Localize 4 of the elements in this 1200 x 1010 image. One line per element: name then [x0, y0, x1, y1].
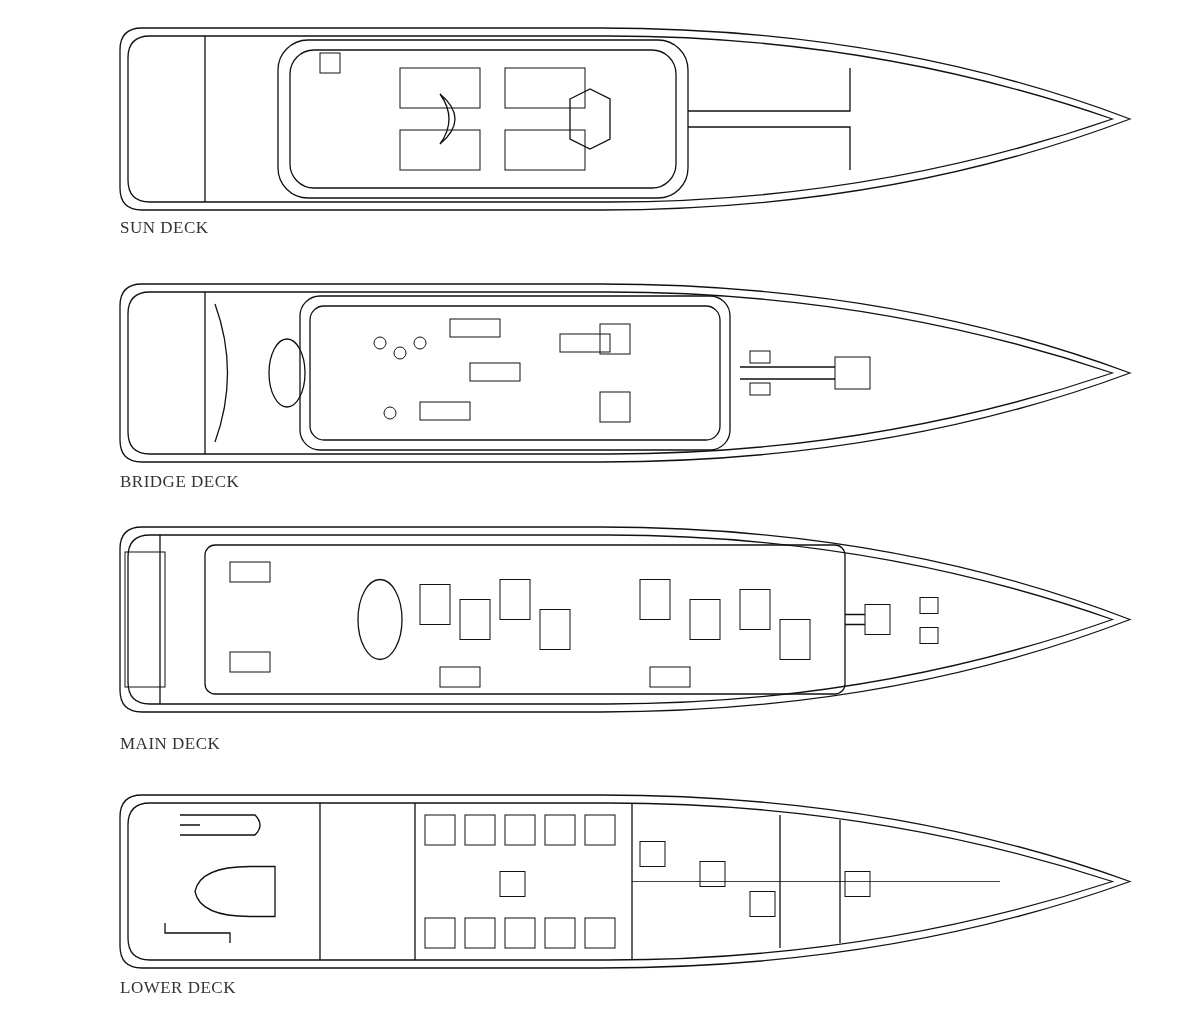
deck-label: BRIDGE DECK	[120, 472, 240, 492]
deck-label: SUN DECK	[120, 218, 209, 238]
deck-label: MAIN DECK	[120, 734, 221, 754]
deck-label: LOWER DECK	[120, 978, 236, 998]
